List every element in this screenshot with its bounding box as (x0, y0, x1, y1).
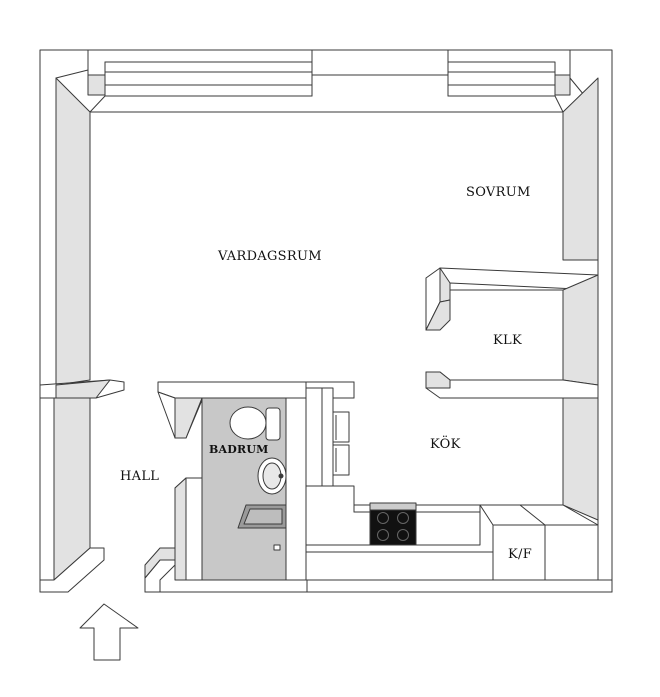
partition-upper-front (425, 299, 451, 331)
wall-bottom-left (39, 547, 105, 593)
bedroom-partition (425, 267, 599, 521)
wall-top-right-face (554, 74, 571, 96)
counter-left (305, 485, 371, 546)
hall-stub-lower (144, 547, 176, 579)
up-arrow-icon (79, 603, 139, 661)
toilet-bowl (229, 406, 267, 440)
kitchen (305, 381, 599, 581)
kitchen-right-face (562, 397, 599, 521)
stove (369, 504, 417, 546)
wall-right-upper-face (562, 77, 599, 261)
room-label-sovrum: SOVRUM (466, 185, 531, 200)
bathroom (201, 397, 307, 581)
kitchen-column (305, 387, 334, 487)
toilet-tank (265, 407, 281, 441)
counter-front (305, 551, 494, 581)
kf-unit (492, 524, 546, 581)
room-label-badrum: BADRUM (209, 443, 269, 456)
wall-top-left-face (87, 74, 106, 96)
wall-left-upper-face (55, 77, 91, 386)
klk-right-face (562, 274, 599, 386)
window-left (104, 61, 313, 97)
room-label-kf: K/F (508, 547, 533, 562)
kf-unit-right (544, 524, 599, 581)
room-label-hall: HALL (120, 469, 160, 484)
bath-wall-right (285, 397, 307, 581)
room-label-vardagsrum: VARDAGSRUM (218, 249, 322, 264)
bath-wall-left-upper-face (174, 397, 203, 439)
partition-lower-face (425, 371, 451, 389)
room-label-klk: KLK (493, 333, 522, 348)
wall-bottom-right (144, 579, 613, 593)
room-label-kok: KÖK (430, 437, 461, 452)
outer-walls (39, 49, 613, 593)
bath-wall-left-lower-face (174, 477, 187, 581)
wall-top-center (311, 49, 449, 76)
window-right (447, 61, 556, 97)
wall-left-stub-face (55, 379, 111, 399)
